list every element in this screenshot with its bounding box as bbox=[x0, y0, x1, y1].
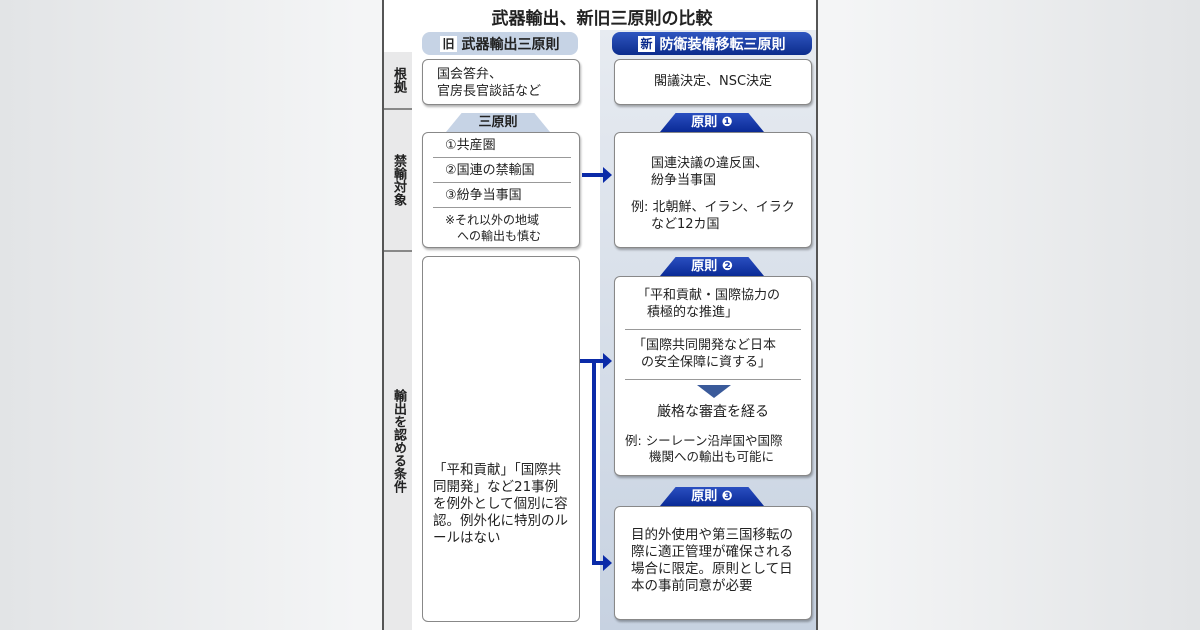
old-name: 武器輸出三原則 bbox=[461, 36, 560, 53]
arrow-right bbox=[594, 555, 612, 571]
text-line: ※それ以外の地域 bbox=[445, 213, 540, 227]
old-conditions-box: 「平和貢献」「国際共同開発」など21事例を例外として個別に容認。例外化に特別のル… bbox=[422, 256, 580, 622]
text-line: 紛争当事国 bbox=[651, 173, 717, 188]
text-line: 積極的な推進」 bbox=[647, 305, 739, 320]
connector bbox=[592, 359, 596, 565]
new-principles-header: 新 防衛装備移転三原則 bbox=[612, 32, 812, 55]
comparison-diagram: 武器輸出、新旧三原則の比較 根拠 禁輸対象 輸出を認める条件 旧 武器輸出三原則… bbox=[382, 0, 818, 630]
condition-a: 「平和貢献・国際協力の 積極的な推進」 bbox=[637, 287, 780, 321]
connector bbox=[580, 359, 596, 363]
row-label-column: 根拠 禁輸対象 輸出を認める条件 bbox=[384, 52, 412, 630]
principle-1-tab: 原則 ❶ bbox=[660, 113, 764, 132]
new-tag: 新 bbox=[638, 35, 655, 52]
old-note: ※それ以外の地域 への輸出も慎む bbox=[445, 212, 541, 244]
principle-3-tab: 原則 ❸ bbox=[660, 487, 764, 506]
arrow-right bbox=[594, 353, 612, 369]
row-label-embargo: 禁輸対象 bbox=[391, 154, 406, 206]
old-principles-tab: 三原則 bbox=[446, 113, 550, 132]
text-line: 「平和貢献・国際協力の bbox=[637, 288, 781, 303]
row-label-conditions: 輸出を認める条件 bbox=[391, 389, 406, 493]
principle-2-tab: 原則 ❷ bbox=[660, 257, 764, 276]
principle-1-box: 国連決議の違反国、 紛争当事国 例: 北朝鮮、イラン、イラク など12カ国 bbox=[614, 132, 812, 248]
condition-b: 「国際共同開発など日本 の安全保障に資する」 bbox=[633, 337, 776, 371]
old-tag: 旧 bbox=[440, 35, 457, 52]
old-principles-header: 旧 武器輸出三原則 bbox=[422, 32, 578, 55]
text-line: の安全保障に資する」 bbox=[641, 355, 772, 370]
divider bbox=[384, 250, 412, 252]
principle-3-box: 目的外使用や第三国移転の際に適正管理が確保される場合に限定。原則として日本の事前… bbox=[614, 506, 812, 620]
text-line: 「国際共同開発など日本 bbox=[633, 338, 777, 353]
down-arrow-icon bbox=[697, 385, 731, 398]
text-line: 機関への輸出も可能に bbox=[649, 449, 775, 464]
row-label-basis: 根拠 bbox=[391, 67, 406, 93]
text-line: 国会答弁、 bbox=[437, 67, 503, 82]
diagram-title: 武器輸出、新旧三原則の比較 bbox=[491, 9, 713, 29]
text-line: など12カ国 bbox=[651, 217, 720, 232]
new-basis-box: 閣議決定、NSC決定 bbox=[614, 59, 812, 105]
text-line: への輸出も慎む bbox=[457, 229, 542, 243]
text-line: 例: 北朝鮮、イラン、イラク bbox=[631, 200, 795, 215]
divider bbox=[384, 108, 412, 110]
old-basis-box: 国会答弁、 官房長官談話など bbox=[422, 59, 580, 105]
old-embargo-box: ①共産圏 ②国連の禁輸国 ③紛争当事国 ※それ以外の地域 への輸出も慎む bbox=[422, 132, 580, 248]
review-result: 厳格な審査を経る bbox=[657, 404, 769, 420]
old-principle-3: ③紛争当事国 bbox=[433, 184, 571, 208]
old-principle-1: ①共産圏 bbox=[433, 134, 571, 158]
text-line: 官房長官談話など bbox=[437, 84, 542, 99]
divider bbox=[625, 379, 801, 380]
text-line: 国連決議の違反国、 bbox=[651, 156, 769, 171]
text-line: 例: シーレーン沿岸国や国際 bbox=[625, 433, 783, 448]
principle-2-example: 例: シーレーン沿岸国や国際 機関への輸出も可能に bbox=[625, 433, 783, 465]
divider bbox=[625, 329, 801, 330]
principle-2-box: 「平和貢献・国際協力の 積極的な推進」 「国際共同開発など日本 の安全保障に資す… bbox=[614, 276, 812, 476]
new-name: 防衛装備移転三原則 bbox=[659, 36, 786, 53]
arrow-right bbox=[582, 167, 612, 183]
old-principle-2: ②国連の禁輸国 bbox=[433, 159, 571, 183]
